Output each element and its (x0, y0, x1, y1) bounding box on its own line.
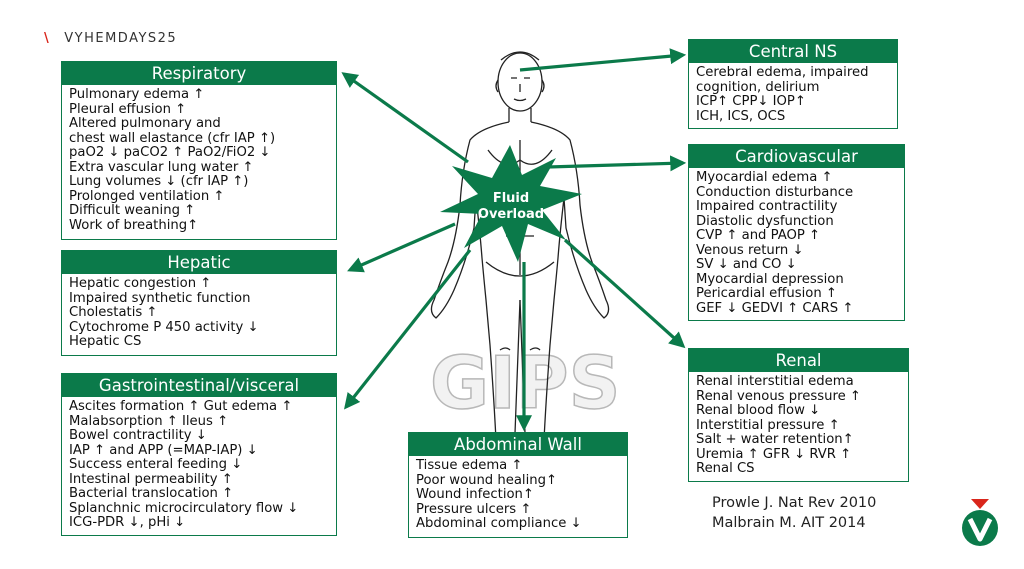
list-item: Ascites formation ↑ Gut edema ↑ (69, 399, 293, 414)
list-item: Splanchnic microcirculatory flow ↓ (69, 500, 299, 516)
list-item: Renal blood flow ↓ (696, 403, 821, 418)
list-item: Diastolic dysfunction (696, 213, 834, 229)
list-item: Poor wound healing↑ (416, 472, 558, 488)
list-item: Cholestatis ↑ (69, 305, 158, 320)
list-item: paO2 ↓ paCO2 ↑ PaO2/FiO2 ↓ (69, 145, 271, 160)
list-item: Cerebral edema, impaired (696, 65, 869, 80)
list-item: Pressure ulcers ↑ (416, 501, 532, 517)
list-item: Bowel contractility ↓ (69, 428, 207, 443)
list-item: ICG-PDR ↓, pHi ↓ (69, 515, 186, 530)
list-item: Pericardial effusion ↑ (696, 286, 837, 301)
list-item: Malabsorption ↑ Ileus ↑ (69, 413, 229, 429)
list-item: Lung volumes ↓ (cfr IAP ↑) (69, 174, 249, 189)
box-title: Respiratory (62, 62, 336, 85)
box-title: Gastrointestinal/visceral (62, 374, 336, 397)
list-item: Work of breathing↑ (69, 217, 199, 233)
list-item: Pulmonary edema ↑ (69, 87, 205, 102)
list-item: Renal interstitial edema (696, 374, 854, 389)
renal-box: Renal Renal interstitial edema Renal ven… (688, 348, 909, 482)
list-item: Conduction disturbance (696, 184, 854, 200)
list-item: Success enteral feeding ↓ (69, 457, 243, 472)
list-item: Bacterial translocation ↑ (69, 486, 234, 501)
list-item: chest wall elastance (cfr IAP ↑) (69, 130, 276, 146)
list-item: Wound infection↑ (416, 487, 534, 502)
list-item: SV ↓ and CO ↓ (696, 257, 797, 272)
references: Prowle J. Nat Rev 2010 Malbrain M. AIT 2… (712, 493, 876, 533)
arrow-to-cns (519, 48, 687, 72)
list-item: Hepatic congestion ↑ (69, 276, 212, 291)
list-item: IAP ↑ and APP (=MAP-IAP) ↓ (69, 442, 258, 458)
vyhem-logo-icon (962, 499, 998, 546)
respiratory-box: Respiratory Pulmonary edema ↑ Pleural ef… (61, 61, 337, 240)
list-item: Salt + water retention↑ (696, 432, 854, 447)
arrow-to-renal (563, 238, 686, 349)
box-title: Abdominal Wall (409, 433, 627, 456)
box-title: Renal (689, 349, 908, 372)
arrow-to-respiratory (341, 72, 469, 164)
arrow-to-hepatic (347, 222, 456, 273)
box-title: Hepatic (62, 251, 336, 274)
box-title: Cardiovascular (689, 145, 904, 168)
list-item: Uremia ↑ GFR ↓ RVR ↑ (696, 446, 852, 462)
brand-mark-icon: \ (44, 31, 51, 46)
list-item: Prolonged ventilation ↑ (69, 188, 225, 204)
list-item: Impaired synthetic function (69, 290, 251, 306)
arrow-to-gi (344, 249, 472, 410)
list-item: Hepatic CS (69, 334, 142, 349)
list-item: ICH, ICS, OCS (696, 108, 786, 124)
list-item: Intestinal permeability ↑ (69, 471, 233, 487)
reference-line: Prowle J. Nat Rev 2010 (712, 495, 877, 511)
list-item: Myocardial edema ↑ (696, 170, 833, 185)
list-item: GEF ↓ GEDVI ↑ CARS ↑ (696, 300, 854, 316)
brand-header: \ VYHEMDAYS25 (44, 31, 177, 46)
list-item: Myocardial depression (696, 271, 844, 287)
starburst-label-line1: Fluid (493, 191, 529, 206)
fluid-overload-starburst: Fluid Overload (440, 145, 582, 262)
starburst-label-line2: Overload (478, 207, 544, 222)
list-item: Abdominal compliance ↓ (416, 516, 582, 531)
list-item: Extra vascular lung water ↑ (69, 159, 254, 175)
gastrointestinal-box: Gastrointestinal/visceral Ascites format… (61, 373, 337, 536)
list-item: Venous return ↓ (696, 242, 804, 258)
cardiovascular-box: Cardiovascular Myocardial edema ↑ Conduc… (688, 144, 905, 321)
reference-line: Malbrain M. AIT 2014 (712, 515, 866, 531)
list-item: Tissue edema ↑ (416, 458, 523, 473)
list-item: Difficult weaning ↑ (69, 203, 196, 218)
list-item: Renal CS (696, 461, 755, 476)
box-title: Central NS (689, 40, 897, 63)
list-item: ICP↑ CPP↓ IOP↑ (696, 94, 806, 109)
list-item: Interstitial pressure ↑ (696, 417, 840, 433)
hepatic-box: Hepatic Hepatic congestion ↑ Impaired sy… (61, 250, 337, 356)
brand-text: VYHEMDAYS25 (64, 31, 178, 46)
arrow-to-cardiovascular (547, 155, 687, 172)
abdominal-wall-box: Abdominal Wall Tissue edema ↑ Poor wound… (408, 432, 628, 538)
list-item: CVP ↑ and PAOP ↑ (696, 228, 821, 243)
list-item: Impaired contractility (696, 199, 838, 214)
list-item: Pleural effusion ↑ (69, 101, 187, 117)
central-ns-box: Central NS Cerebral edema, impaired cogn… (688, 39, 898, 129)
list-item: Renal venous pressure ↑ (696, 388, 861, 404)
list-item: cognition, delirium (696, 79, 820, 95)
list-item: Altered pulmonary and (69, 116, 221, 131)
list-item: Cytochrome P 450 activity ↓ (69, 319, 259, 335)
